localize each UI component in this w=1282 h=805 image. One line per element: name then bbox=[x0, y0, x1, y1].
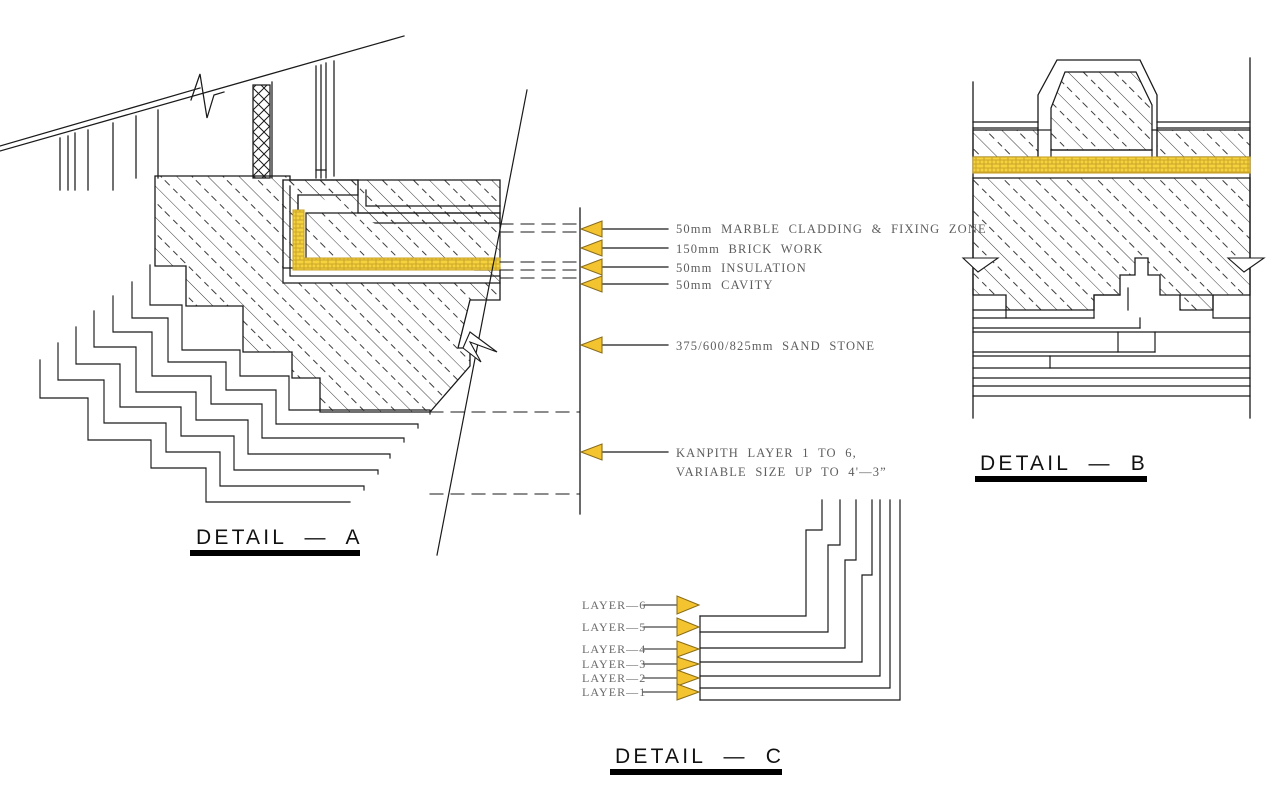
leader-arrow-layer6 bbox=[676, 595, 701, 615]
layer-label-4: LAYER—4 bbox=[582, 642, 646, 656]
detail-c-title-underline bbox=[610, 769, 782, 775]
detail-a-vertical-mullions bbox=[59, 109, 159, 191]
annotation-insulation: 50mm INSULATION bbox=[676, 261, 807, 275]
detail-a-leaders bbox=[579, 220, 669, 461]
leader-arrow-layer2 bbox=[676, 669, 701, 687]
layer-label-1: LAYER—1 bbox=[582, 685, 646, 699]
annotation-kanpith-line2: VARIABLE SIZE UP TO 4'—3” bbox=[676, 465, 887, 479]
detail-b-coping-body bbox=[1050, 71, 1153, 151]
detail-a-frame-verticals bbox=[315, 60, 335, 179]
detail-c-leaders bbox=[642, 595, 701, 701]
detail-a-drawing bbox=[0, 35, 581, 556]
leader-arrow-sandstone bbox=[579, 336, 603, 354]
layer-label-5: LAYER—5 bbox=[582, 620, 646, 634]
leader-arrow-insulation bbox=[579, 258, 603, 276]
detail-b-title-underline bbox=[975, 476, 1147, 482]
detail-b-drawing bbox=[961, 57, 1266, 419]
detail-a-insulation bbox=[292, 209, 501, 271]
detail-b-insulation bbox=[972, 156, 1251, 174]
annotation-sandstone: 375/600/825mm SAND STONE bbox=[676, 339, 875, 353]
detail-a-column bbox=[252, 81, 273, 179]
layer-label-2: LAYER—2 bbox=[582, 671, 646, 685]
detail-c-title: DETAIL — C bbox=[615, 745, 784, 768]
layer-label-3: LAYER—3 bbox=[582, 657, 646, 671]
detail-a-title: DETAIL — A bbox=[196, 526, 363, 549]
leader-arrow-layer3 bbox=[676, 656, 701, 672]
detail-b-masonry-block bbox=[972, 177, 1251, 311]
annotation-kanpith-line1: KANPITH LAYER 1 TO 6, bbox=[676, 446, 857, 460]
detail-a-title-block: DETAIL — A bbox=[190, 526, 363, 556]
detail-titles: DETAIL — A DETAIL — B DETAIL — C bbox=[190, 452, 1148, 775]
detail-a-break-arrow bbox=[462, 331, 498, 363]
detail-b-title: DETAIL — B bbox=[980, 452, 1148, 475]
detail-a-cutting-line bbox=[436, 89, 528, 556]
layer-label-6: LAYER—6 bbox=[582, 598, 646, 612]
detail-a-title-underline bbox=[190, 550, 360, 556]
detail-b-mould-courses bbox=[972, 287, 1251, 397]
detail-a-extension-lines bbox=[429, 223, 581, 495]
annotation-marble: 50mm MARBLE CLADDING & FIXING ZONE bbox=[676, 222, 987, 236]
leader-arrow-layer4 bbox=[676, 640, 701, 658]
detail-c-drawing bbox=[699, 499, 901, 701]
detail-b-break-right bbox=[1226, 257, 1266, 273]
leader-arrow-brick bbox=[579, 239, 603, 257]
leader-arrow-cavity bbox=[579, 275, 603, 293]
annotation-brick: 150mm BRICK WORK bbox=[676, 242, 824, 256]
leader-arrow-layer5 bbox=[676, 617, 701, 637]
detail-b-course-right bbox=[1156, 129, 1251, 158]
detail-a-shelf-band bbox=[305, 212, 501, 263]
detail-b-break-left bbox=[961, 257, 1000, 273]
detail-c-title-block: DETAIL — C bbox=[610, 745, 784, 775]
leader-arrow-layer1 bbox=[676, 683, 701, 701]
detail-a-corbel-layers bbox=[39, 264, 431, 503]
detail-c-layer-texts: LAYER—6 LAYER—5 LAYER—4 LAYER—3 LAYER—2 … bbox=[582, 598, 646, 699]
leader-arrow-kanpith bbox=[579, 443, 603, 461]
break-symbol-rake bbox=[190, 73, 225, 119]
detail-b-course-left bbox=[972, 129, 1039, 158]
detail-a-annotation-texts: 50mm MARBLE CLADDING & FIXING ZONE 150mm… bbox=[676, 222, 987, 479]
detail-b-title-block: DETAIL — B bbox=[975, 452, 1148, 482]
annotation-cavity: 50mm CAVITY bbox=[676, 278, 774, 292]
detail-a-rake-lines bbox=[0, 35, 405, 152]
leader-arrow-marble bbox=[579, 220, 603, 238]
